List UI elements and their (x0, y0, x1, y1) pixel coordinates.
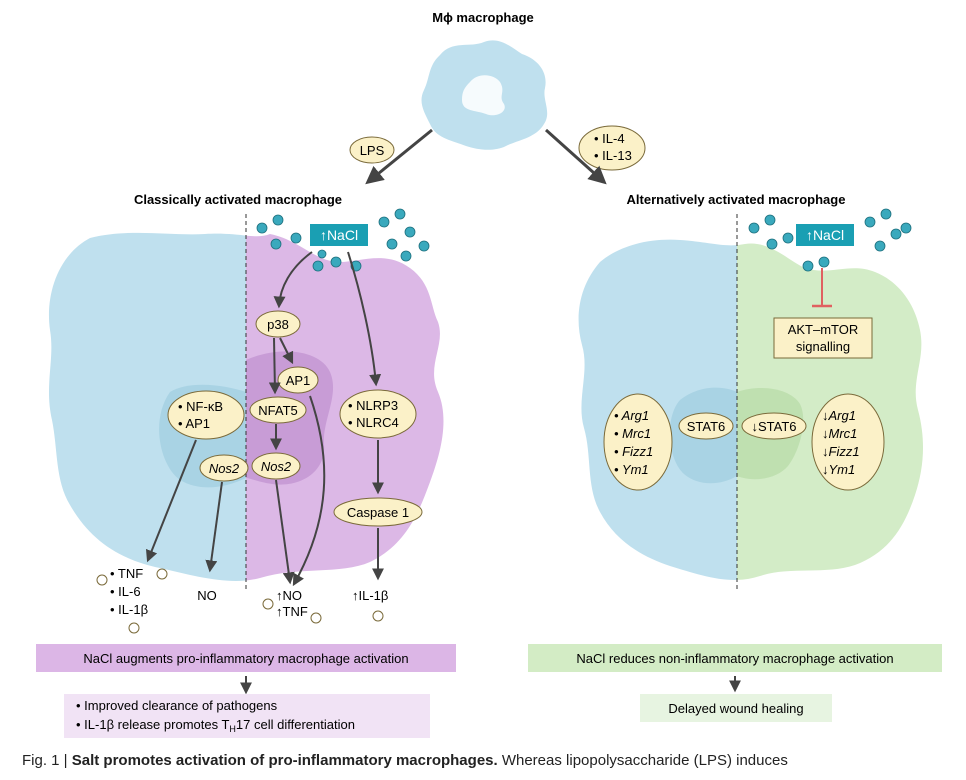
caption-rest: Whereas lipopolysaccharide (LPS) induces (497, 752, 788, 769)
caspase-bubble (333, 497, 423, 527)
out-left-il6: • IL-6 (110, 584, 141, 599)
genes-bubble (603, 393, 673, 491)
caption-bold: Salt promotes activation of pro-inflamma… (71, 752, 498, 769)
out-left-il1b: • IL-1β (110, 602, 148, 617)
gene-ym1: • Ym1 (614, 462, 649, 477)
out-no: NO (197, 588, 217, 603)
il4-label: • IL-4 (594, 131, 625, 146)
classical-effects-panel (64, 694, 430, 738)
alternative-salt-dots (748, 208, 912, 272)
il13-label: • IL-13 (594, 148, 632, 163)
ap1-left-label: • AP1 (178, 416, 210, 431)
nlrc4-label: • NLRC4 (348, 415, 399, 430)
classical-effect-2: • IL-1β release promotes TH17 cell diffe… (76, 717, 355, 734)
classical-effect-1: • Improved clearance of pathogens (76, 698, 278, 713)
gene-arg1: • Arg1 (614, 408, 649, 423)
nlrp3-nlrc4-bubble (339, 389, 417, 439)
ap1-bubble (277, 366, 319, 394)
nlrp3-label: • NLRP3 (348, 398, 398, 413)
nos2-right-bubble (251, 452, 301, 480)
nfkb-label: • NF-κB (178, 399, 223, 414)
resting-macrophage-nucleus (462, 75, 505, 116)
akt-mtor-box (773, 317, 873, 359)
classical-nacl-box (310, 224, 368, 246)
stat6-down-bubble (741, 412, 807, 440)
classical-title: Classically activated macrophage (134, 192, 342, 207)
classical-arrows (145, 251, 384, 587)
gene-down-arg1: ↓Arg1 (822, 408, 856, 423)
alternative-effect-panel (640, 694, 832, 722)
akt-line1: AKT–mTOR (788, 322, 859, 337)
nos2-right-label: Nos2 (261, 459, 292, 474)
classical-summary-banner (36, 644, 456, 672)
stat6-bubble (678, 412, 734, 440)
alternative-nacl-box (796, 224, 854, 246)
out-up-il1b: ↑IL-1β (352, 588, 388, 603)
alternative-title: Alternatively activated macrophage (627, 192, 846, 207)
ap1-label: AP1 (286, 373, 311, 388)
p38-label: p38 (267, 317, 289, 332)
gene-down-mrc1: ↓Mrc1 (822, 426, 857, 441)
gene-mrc1: • Mrc1 (614, 426, 651, 441)
alternative-nacl-label: ↑NaCl (806, 227, 844, 243)
nos2-left-label: Nos2 (209, 461, 240, 476)
p38-bubble (255, 310, 301, 338)
il-bubble (578, 125, 646, 171)
alternative-effect: Delayed wound healing (668, 701, 803, 716)
stat6-label: STAT6 (687, 419, 726, 434)
classical-nacl-label: ↑NaCl (320, 227, 358, 243)
nfat5-bubble (249, 396, 307, 424)
gene-down-ym1: ↓Ym1 (822, 462, 855, 477)
gene-down-fizz1: ↓Fizz1 (822, 444, 860, 459)
nfat5-label: NFAT5 (258, 403, 298, 418)
gene-fizz1: • Fizz1 (614, 444, 653, 459)
alternative-summary-banner (528, 644, 942, 672)
lps-label: LPS (360, 143, 385, 158)
classical-salt-dots (256, 208, 430, 272)
out-left-tnf: • TNF (110, 566, 143, 581)
nfkb-ap1-bubble (167, 390, 245, 440)
out-up-tnf: ↑TNF (276, 604, 308, 619)
lps-bubble (349, 136, 395, 164)
caption-prefix: Fig. 1 | (22, 752, 72, 769)
top-label: Mϕ macrophage (432, 10, 534, 25)
arrow-to-alternative (544, 128, 607, 185)
arrow-to-classical (365, 128, 433, 185)
out-up-no: ↑NO (276, 588, 302, 603)
nos2-left-bubble (199, 454, 249, 482)
akt-line2: signalling (796, 339, 850, 354)
alternative-summary: NaCl reduces non-inflammatory macrophage… (576, 651, 893, 666)
genes-down-bubble (811, 393, 885, 491)
classical-output-dots (96, 568, 384, 634)
stat6-down-label: ↓STAT6 (751, 419, 796, 434)
caspase-label: Caspase 1 (347, 505, 409, 520)
figure-caption: Fig. 1 | Salt promotes activation of pro… (22, 752, 952, 769)
classical-summary: NaCl augments pro-inflammatory macrophag… (83, 651, 408, 666)
